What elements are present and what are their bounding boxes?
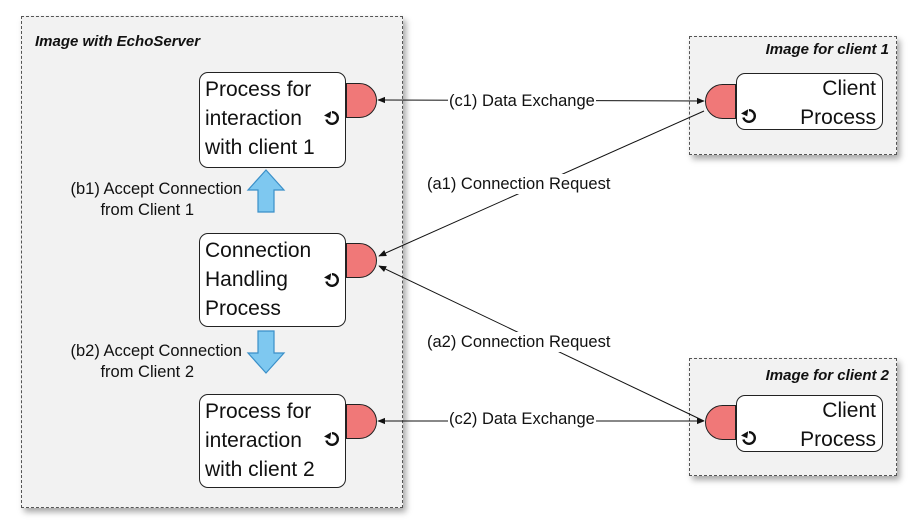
client2-port — [705, 405, 736, 440]
edge-a2-label: (a2) Connection Request — [426, 332, 612, 352]
connection-handling-box: Connection Handling Process — [199, 233, 346, 327]
cycle-arrow-icon — [741, 109, 756, 123]
down-arrow-icon — [246, 330, 286, 374]
process-client2-box: Process for interaction with client 2 — [199, 394, 346, 488]
echoserver-image-title: Image with EchoServer — [35, 33, 201, 50]
step-b2-label: (b2) Accept Connection from Client 2 — [70, 342, 242, 381]
process-client2-label: Process for interaction with client 2 — [205, 400, 315, 481]
client2-process-label: Client Process — [800, 399, 876, 451]
cycle-arrow-icon — [324, 432, 339, 446]
client1-image-title: Image for client 1 — [765, 41, 889, 58]
client1-process-label: Client Process — [800, 77, 876, 129]
client1-port — [705, 84, 736, 119]
cycle-arrow-icon — [324, 111, 339, 125]
client2-process-box: Client Process — [736, 395, 883, 452]
edge-c2-label: (c2) Data Exchange — [448, 409, 596, 429]
connection-handling-label: Connection Handling Process — [205, 239, 312, 320]
up-arrow-icon — [246, 169, 286, 213]
process-client2-port — [346, 404, 377, 439]
connection-handling-port — [346, 243, 377, 278]
step-b1-label: (b1) Accept Connection from Client 1 — [70, 180, 242, 219]
client2-image-title: Image for client 2 — [765, 367, 889, 384]
process-client1-label: Process for interaction with client 1 — [205, 78, 315, 159]
process-client1-port — [346, 83, 377, 118]
edge-c1-label: (c1) Data Exchange — [448, 91, 596, 111]
cycle-arrow-icon — [324, 273, 339, 287]
process-client1-box: Process for interaction with client 1 — [199, 72, 346, 168]
edge-a1-label: (a1) Connection Request — [426, 174, 612, 194]
cycle-arrow-icon — [741, 431, 756, 445]
client1-process-box: Client Process — [736, 73, 883, 130]
